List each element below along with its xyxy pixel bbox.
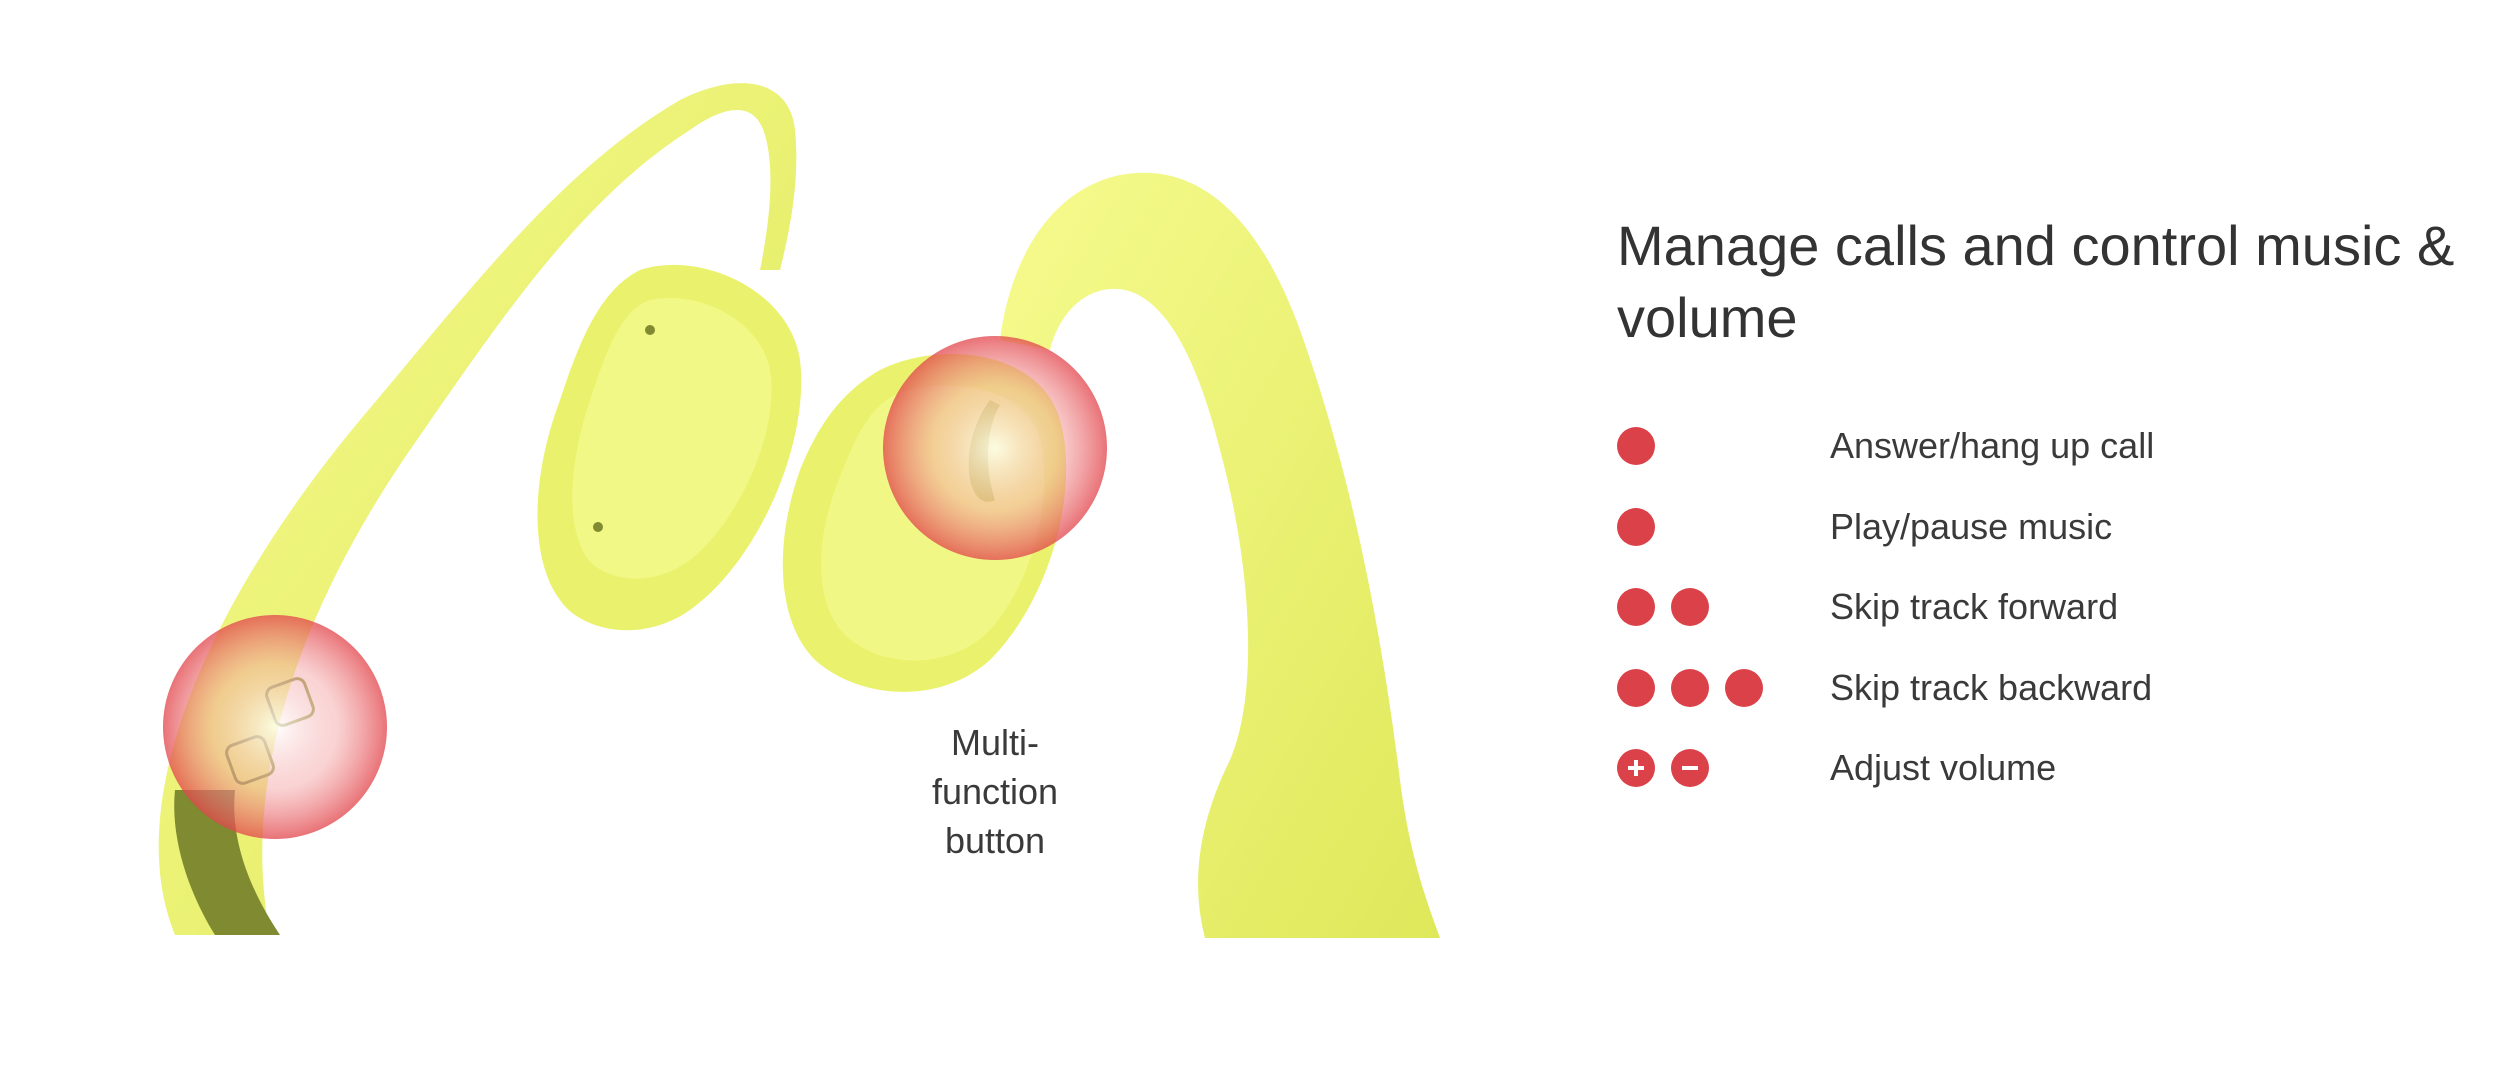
controls-legend: Answer/hang up call Play/pause music Ski…: [1617, 406, 2477, 809]
volume-buttons-highlight: [163, 615, 387, 839]
press-indicator: [1617, 588, 1830, 627]
multi-function-button-highlight: [883, 336, 1107, 560]
legend-row-adjust-volume: Adjust volume: [1617, 728, 2477, 809]
legend-row-skip-forward: Skip track forward: [1617, 567, 2477, 648]
action-label: Skip track forward: [1830, 586, 2119, 628]
right-band: [1000, 172, 1440, 938]
minus-icon: [1671, 749, 1709, 788]
action-label: Answer/hang up call: [1830, 425, 2155, 467]
dot-icon: [1617, 668, 1655, 707]
press-indicator: [1617, 507, 1830, 546]
plus-icon: [1617, 749, 1655, 788]
dot-icon: [1617, 427, 1655, 466]
dot-icon: [1671, 668, 1709, 707]
cord: [174, 790, 280, 935]
press-indicator: [1617, 668, 1830, 707]
panel-title: Manage calls and control music & volume: [1617, 214, 2455, 349]
dot-icon: [1617, 507, 1655, 546]
dot-icon: [1617, 588, 1655, 627]
press-indicator: [1617, 427, 1830, 466]
action-label: Play/pause music: [1830, 505, 2113, 547]
action-label: Adjust volume: [1830, 747, 2057, 789]
headphones-illustration: [158, 83, 1440, 938]
dot-icon: [1671, 588, 1709, 627]
legend-row-answer-call: Answer/hang up call: [1617, 406, 2477, 487]
legend-row-skip-backward: Skip track backward: [1617, 648, 2477, 729]
controls-panel: Manage calls and control music & volume …: [1617, 210, 2477, 809]
multi-function-button-label: Multi- function button: [931, 722, 1059, 861]
press-indicator: [1617, 749, 1830, 788]
legend-row-play-pause: Play/pause music: [1617, 487, 2477, 568]
dot-icon: [1725, 668, 1763, 707]
action-label: Skip track backward: [1830, 666, 2153, 708]
